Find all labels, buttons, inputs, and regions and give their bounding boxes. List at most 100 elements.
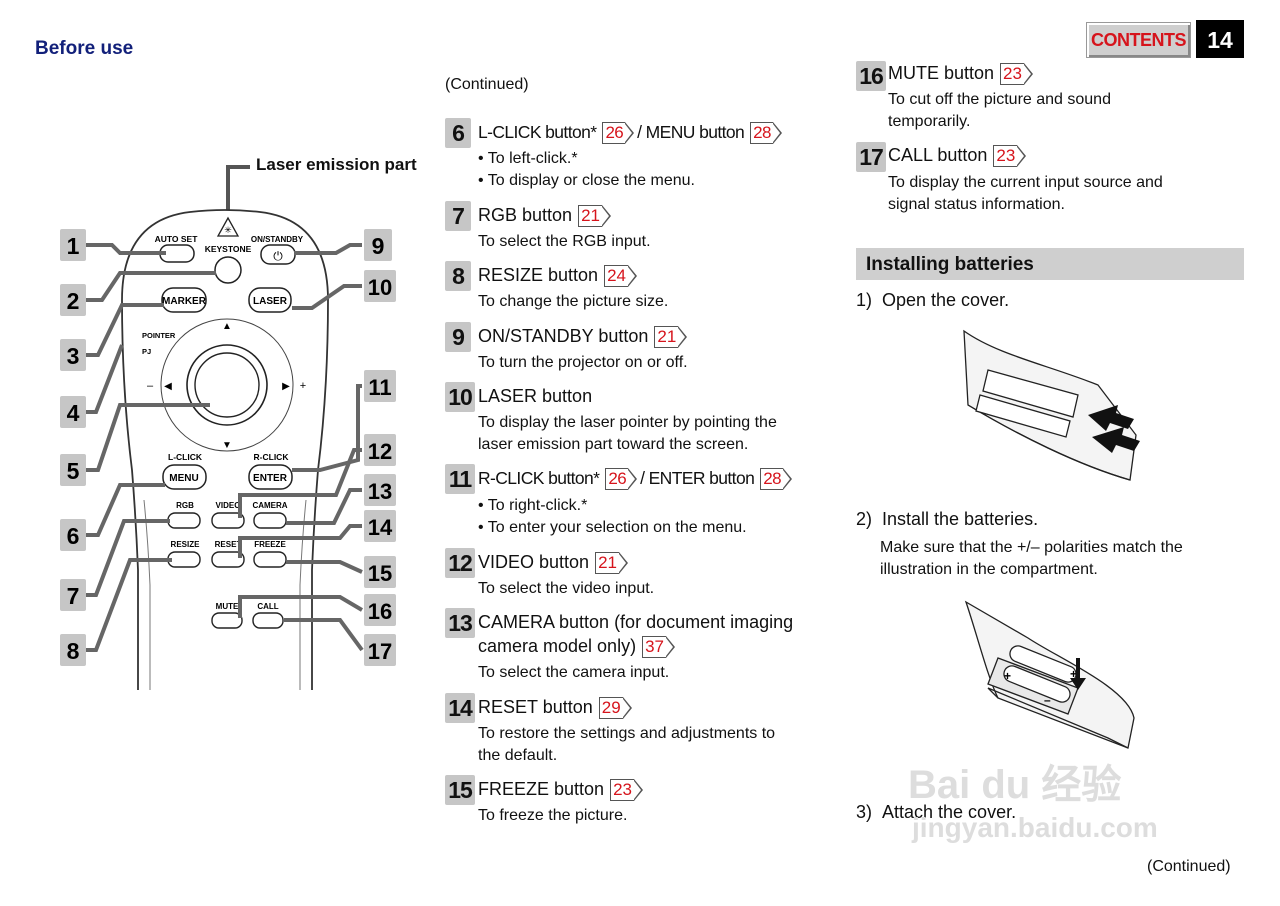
svg-text:–: –	[1044, 693, 1051, 707]
item-title: LASER button	[478, 386, 593, 406]
l-click-label: L-CLICK	[168, 452, 203, 462]
callout-11: 11	[368, 375, 391, 400]
callout-12: 12	[368, 439, 392, 464]
callout-13: 13	[368, 479, 392, 504]
watermark-logo: Bai du 经验	[908, 763, 1122, 807]
continued-top: (Continued)	[445, 76, 529, 93]
item-desc: To select the camera input.	[478, 664, 670, 681]
item-desc: To freeze the picture.	[478, 807, 628, 824]
page-ref-link[interactable]: 26	[605, 468, 637, 491]
callout-9: 9	[372, 233, 385, 259]
plus-label: +	[300, 380, 306, 392]
callout-10: 10	[368, 275, 392, 300]
mute-button[interactable]	[211, 612, 243, 629]
callout-5: 5	[67, 458, 80, 484]
remote-control-illustration: ✳ AUTO SET KEYSTONE ON/STANDBY ⏻ MARKER …	[60, 165, 396, 690]
callout-4: 4	[67, 400, 80, 426]
item-number: 8	[445, 261, 471, 291]
svg-text:✳: ✳	[224, 225, 232, 235]
page-ref-link[interactable]: 28	[760, 468, 792, 491]
pointer-stick[interactable]	[194, 352, 260, 418]
call-button[interactable]	[252, 612, 284, 629]
rgb-button[interactable]	[167, 512, 201, 529]
enter-label: ENTER	[253, 473, 288, 484]
section-title: Before use	[35, 38, 134, 59]
item-number: 7	[445, 201, 471, 231]
page-ref-link[interactable]: 24	[604, 265, 637, 288]
item-number: 12	[445, 548, 475, 578]
callout-8: 8	[67, 638, 80, 664]
item-desc: To select the RGB input.	[478, 233, 651, 250]
page-ref-link[interactable]: 29	[598, 697, 632, 720]
down-arrow-icon: ▼	[222, 440, 232, 451]
page-ref-link[interactable]: 23	[993, 145, 1027, 168]
item-desc: To select the video input.	[478, 580, 655, 597]
direction-pad[interactable]	[160, 318, 294, 452]
item-title: CAMERA button (for document imaging	[478, 612, 794, 632]
page-ref-link[interactable]: 26	[602, 122, 634, 145]
mute-label: MUTE	[216, 602, 239, 611]
freeze-button[interactable]	[253, 551, 287, 568]
page-ref-link[interactable]: 21	[595, 552, 628, 575]
page-ref-link[interactable]: 28	[750, 122, 782, 145]
remote-body	[121, 209, 329, 690]
item-number: 10	[445, 382, 475, 412]
callout-1: 1	[67, 233, 80, 259]
item-number: 6	[445, 118, 471, 148]
page-ref-link[interactable]: 23	[610, 779, 643, 802]
page-ref-link[interactable]: 23	[1000, 63, 1033, 86]
battery-step-2-desc: Make sure that the +/– polarities match …	[880, 539, 1183, 578]
item-desc: • To right-click.*• To enter your select…	[478, 497, 747, 536]
page-ref-link[interactable]: 21	[654, 326, 688, 349]
right-arrow-icon: ▶	[282, 381, 290, 392]
up-arrow-icon: ▲	[222, 321, 232, 332]
svg-text:+: +	[1004, 669, 1011, 683]
callout-15: 15	[368, 561, 392, 586]
reset-button[interactable]	[211, 551, 245, 568]
laser-button[interactable]	[248, 287, 292, 313]
callout-16: 16	[368, 599, 392, 624]
contents-button[interactable]: CONTENTS	[1086, 22, 1191, 58]
svg-text:+: +	[1070, 667, 1077, 681]
continued-bottom: (Continued)	[1147, 858, 1231, 875]
laser-emission-label: Laser emission part	[256, 155, 417, 174]
callout-lines-right	[238, 243, 364, 652]
callout-badges-left: 1 2 3 4 5 6 7 8	[60, 229, 86, 666]
resize-button[interactable]	[167, 551, 201, 568]
freeze-label: FREEZE	[254, 540, 286, 549]
page-ref-link[interactable]: 21	[578, 205, 611, 228]
r-click-label: R-CLICK	[254, 452, 290, 462]
battery-step-1: 1)Open the cover.	[856, 290, 1010, 310]
item-desc: • To left-click.*• To display or close t…	[478, 150, 695, 189]
item-number: 15	[445, 775, 475, 805]
marker-label: MARKER	[162, 296, 207, 307]
menu-button[interactable]	[162, 464, 207, 490]
left-arrow-icon: ◀	[164, 381, 172, 392]
enter-button[interactable]	[248, 464, 293, 490]
pj-label: PJ	[142, 347, 151, 356]
item-desc: To change the picture size.	[478, 293, 669, 310]
laser-symbol-icon: ✳	[216, 216, 240, 237]
item-number: 13	[445, 608, 475, 638]
open-cover-illustration	[963, 329, 1140, 481]
battery-step-2: 2)Install the batteries.	[856, 509, 1039, 529]
item-number: 9	[445, 322, 471, 352]
callout-17: 17	[368, 639, 392, 664]
video-label: VIDEO	[216, 501, 241, 510]
laser-label: LASER	[253, 296, 288, 307]
item-number: 14	[445, 693, 475, 723]
on-standby-label: ON/STANDBY	[251, 235, 304, 244]
video-button[interactable]	[211, 512, 245, 529]
marker-button[interactable]	[161, 287, 207, 313]
page-ref-link[interactable]: 37	[642, 636, 675, 659]
camera-button[interactable]	[253, 512, 287, 529]
callout-14: 14	[368, 515, 393, 540]
item-title-cont: camera model only)37	[478, 636, 675, 659]
keystone-button[interactable]	[214, 256, 242, 284]
